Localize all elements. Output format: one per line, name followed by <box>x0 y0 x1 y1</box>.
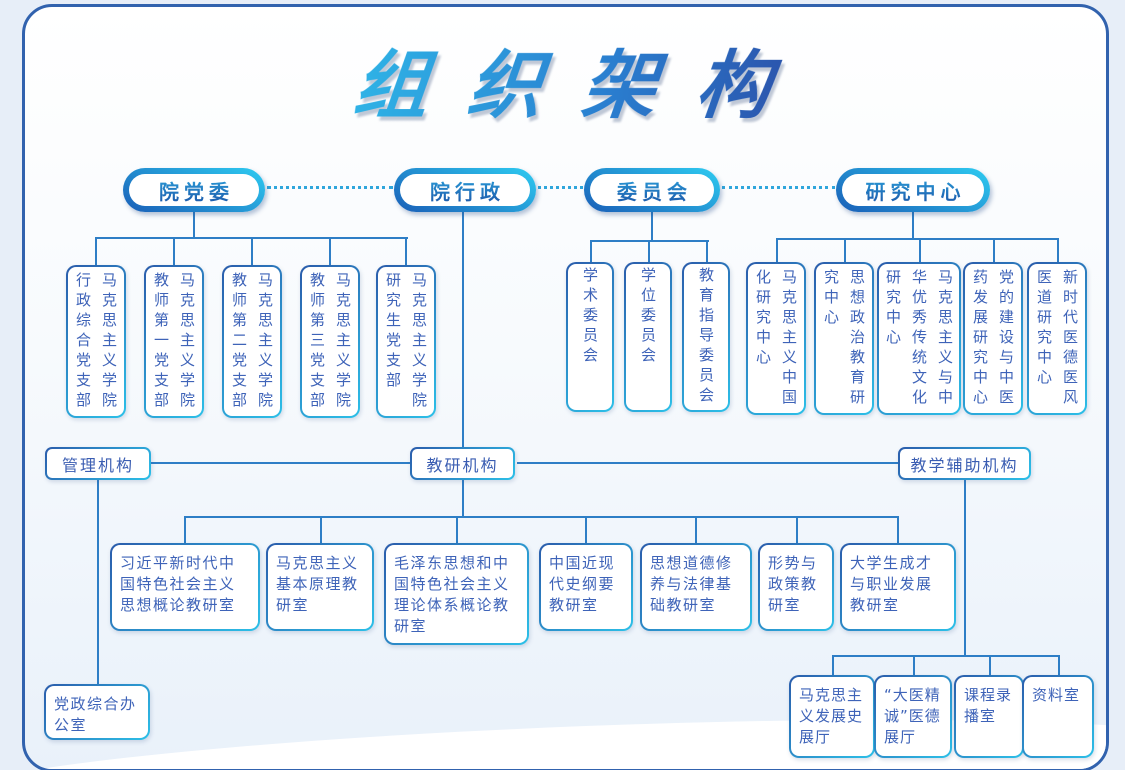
research-center-box: 马克思主义与中华优秀传统文化研究中心 <box>877 262 961 415</box>
connector-line <box>405 237 407 265</box>
connector-line <box>706 240 708 262</box>
committee-box: 学术委员会 <box>566 262 614 412</box>
dotted-connector <box>722 186 835 189</box>
teaching-office-box: 形势与政策教研室 <box>758 543 834 631</box>
connector-line <box>993 238 995 262</box>
research-center-box: 党的建设与中医药发展研究中心 <box>963 262 1023 415</box>
connector-line <box>796 516 798 543</box>
connector-line <box>97 480 99 684</box>
connector-line <box>651 212 653 240</box>
connector-line <box>913 655 915 675</box>
support-room-box: 课程录播室 <box>954 675 1024 758</box>
support-room-box: 马克思主义发展史展厅 <box>789 675 875 758</box>
management-org-node: 管理机构 <box>45 447 151 480</box>
connector-line <box>585 516 587 543</box>
research-center-box: 思想政治教育研究中心 <box>814 262 874 415</box>
party-branch-box: 马克思主义学院研究生党支部 <box>376 265 436 418</box>
pill-label: 院行政 <box>430 176 505 205</box>
connector-line <box>151 462 410 464</box>
teaching-office-box: 马克思主义基本原理教研室 <box>266 543 374 631</box>
connector-line <box>648 240 650 262</box>
connector-line <box>912 212 914 238</box>
support-room-box: 资料室 <box>1022 675 1094 758</box>
pill-administration: 院行政 <box>394 168 536 212</box>
connector-line <box>462 212 464 447</box>
connector-line <box>185 516 899 518</box>
teaching-office-box: 大学生成才与职业发展教研室 <box>840 543 956 631</box>
connector-line <box>251 237 253 265</box>
connector-line <box>897 516 899 543</box>
connector-line <box>776 238 778 262</box>
pill-label: 研究中心 <box>866 176 966 205</box>
party-branch-box: 马克思主义学院行政综合党支部 <box>66 265 126 418</box>
dotted-connector <box>538 186 583 189</box>
connector-line <box>184 516 186 543</box>
connector-line <box>1058 655 1060 675</box>
connector-line <box>919 238 921 262</box>
connector-line <box>193 212 195 237</box>
party-branch-box: 马克思主义学院教师第三党支部 <box>300 265 360 418</box>
connector-line <box>95 237 97 265</box>
connector-line <box>844 238 846 262</box>
connector-line <box>1057 238 1059 262</box>
committee-box: 教育指导委员会 <box>682 262 730 412</box>
pill-committees: 委员会 <box>584 168 720 212</box>
connector-line <box>173 237 175 265</box>
page-title: 组织架构 <box>0 26 1125 133</box>
teaching-office-box: 习近平新时代中国特色社会主义思想概论教研室 <box>110 543 260 631</box>
committee-box: 学位委员会 <box>624 262 672 412</box>
teaching-research-org-node: 教研机构 <box>410 447 515 480</box>
pill-label: 院党委 <box>159 176 234 205</box>
connector-line <box>989 655 991 675</box>
connector-line <box>517 462 899 464</box>
party-branch-box: 马克思主义学院教师第二党支部 <box>222 265 282 418</box>
connector-line <box>590 240 592 262</box>
research-center-box: 马克思主义中国化研究中心 <box>746 262 806 415</box>
research-center-box: 新时代医德医风医道研究中心 <box>1027 262 1087 415</box>
teaching-office-box: 思想道德修养与法律基础教研室 <box>640 543 752 631</box>
pill-research-centers: 研究中心 <box>836 168 990 212</box>
connector-line <box>964 480 966 655</box>
connector-line <box>320 516 322 543</box>
party-branch-box: 马克思主义学院教师第一党支部 <box>144 265 204 418</box>
management-office-box: 党政综合办公室 <box>44 684 150 740</box>
connector-line <box>329 237 331 265</box>
teaching-office-box: 中国近现代史纲要教研室 <box>539 543 633 631</box>
connector-line <box>777 238 1059 240</box>
teaching-office-box: 毛泽东思想和中国特色社会主义理论体系概论教研室 <box>384 543 529 645</box>
support-room-box: “大医精诚”医德展厅 <box>874 675 952 758</box>
pill-party-committee: 院党委 <box>123 168 265 212</box>
dotted-connector <box>267 186 393 189</box>
connector-line <box>462 480 464 516</box>
connector-line <box>833 655 1060 657</box>
connector-line <box>832 655 834 675</box>
connector-line <box>695 516 697 543</box>
connector-line <box>591 240 709 242</box>
pill-label: 委员会 <box>617 176 692 205</box>
connector-line <box>456 516 458 543</box>
teaching-support-org-node: 教学辅助机构 <box>898 447 1031 480</box>
